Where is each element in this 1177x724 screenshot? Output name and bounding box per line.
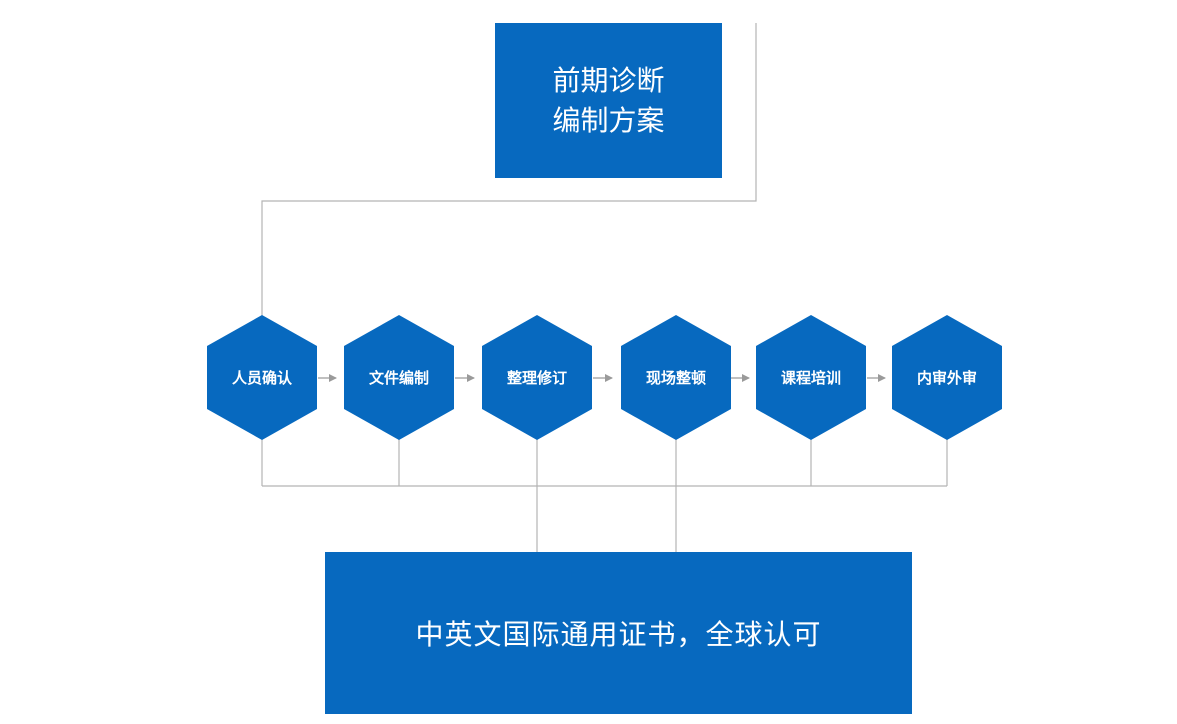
step-5: 课程培训 [756, 315, 866, 440]
step-label: 现场整顿 [646, 369, 706, 387]
hexagon-shape [892, 315, 1002, 440]
step-2: 文件编制 [344, 315, 454, 440]
hexagon-shape [756, 315, 866, 440]
bottom-connectors [261, 439, 948, 552]
connector-top-to-first-step [261, 23, 757, 316]
hexagon-shape [621, 315, 731, 440]
step-label: 人员确认 [232, 369, 293, 387]
step-6: 内审外审 [892, 315, 1002, 440]
hexagon-shape [207, 315, 317, 440]
step-label: 整理修订 [507, 369, 567, 387]
certificate-box: 中英文国际通用证书，全球认可 [325, 552, 912, 714]
diagnosis-plan-box: 前期诊断 编制方案 [495, 23, 722, 178]
step-4: 现场整顿 [621, 315, 731, 440]
hexagon-shape [344, 315, 454, 440]
top-box-line-2: 编制方案 [552, 103, 665, 137]
certificate-text: 中英文国际通用证书，全球认可 [415, 618, 822, 651]
step-1: 人员确认 [207, 315, 317, 440]
step-label: 内审外审 [917, 369, 977, 387]
hexagon-shape [482, 315, 592, 440]
step-3: 整理修订 [482, 315, 592, 440]
step-label: 课程培训 [781, 369, 841, 387]
top-box-line-1: 前期诊断 [552, 63, 665, 97]
step-label: 文件编制 [369, 369, 429, 387]
